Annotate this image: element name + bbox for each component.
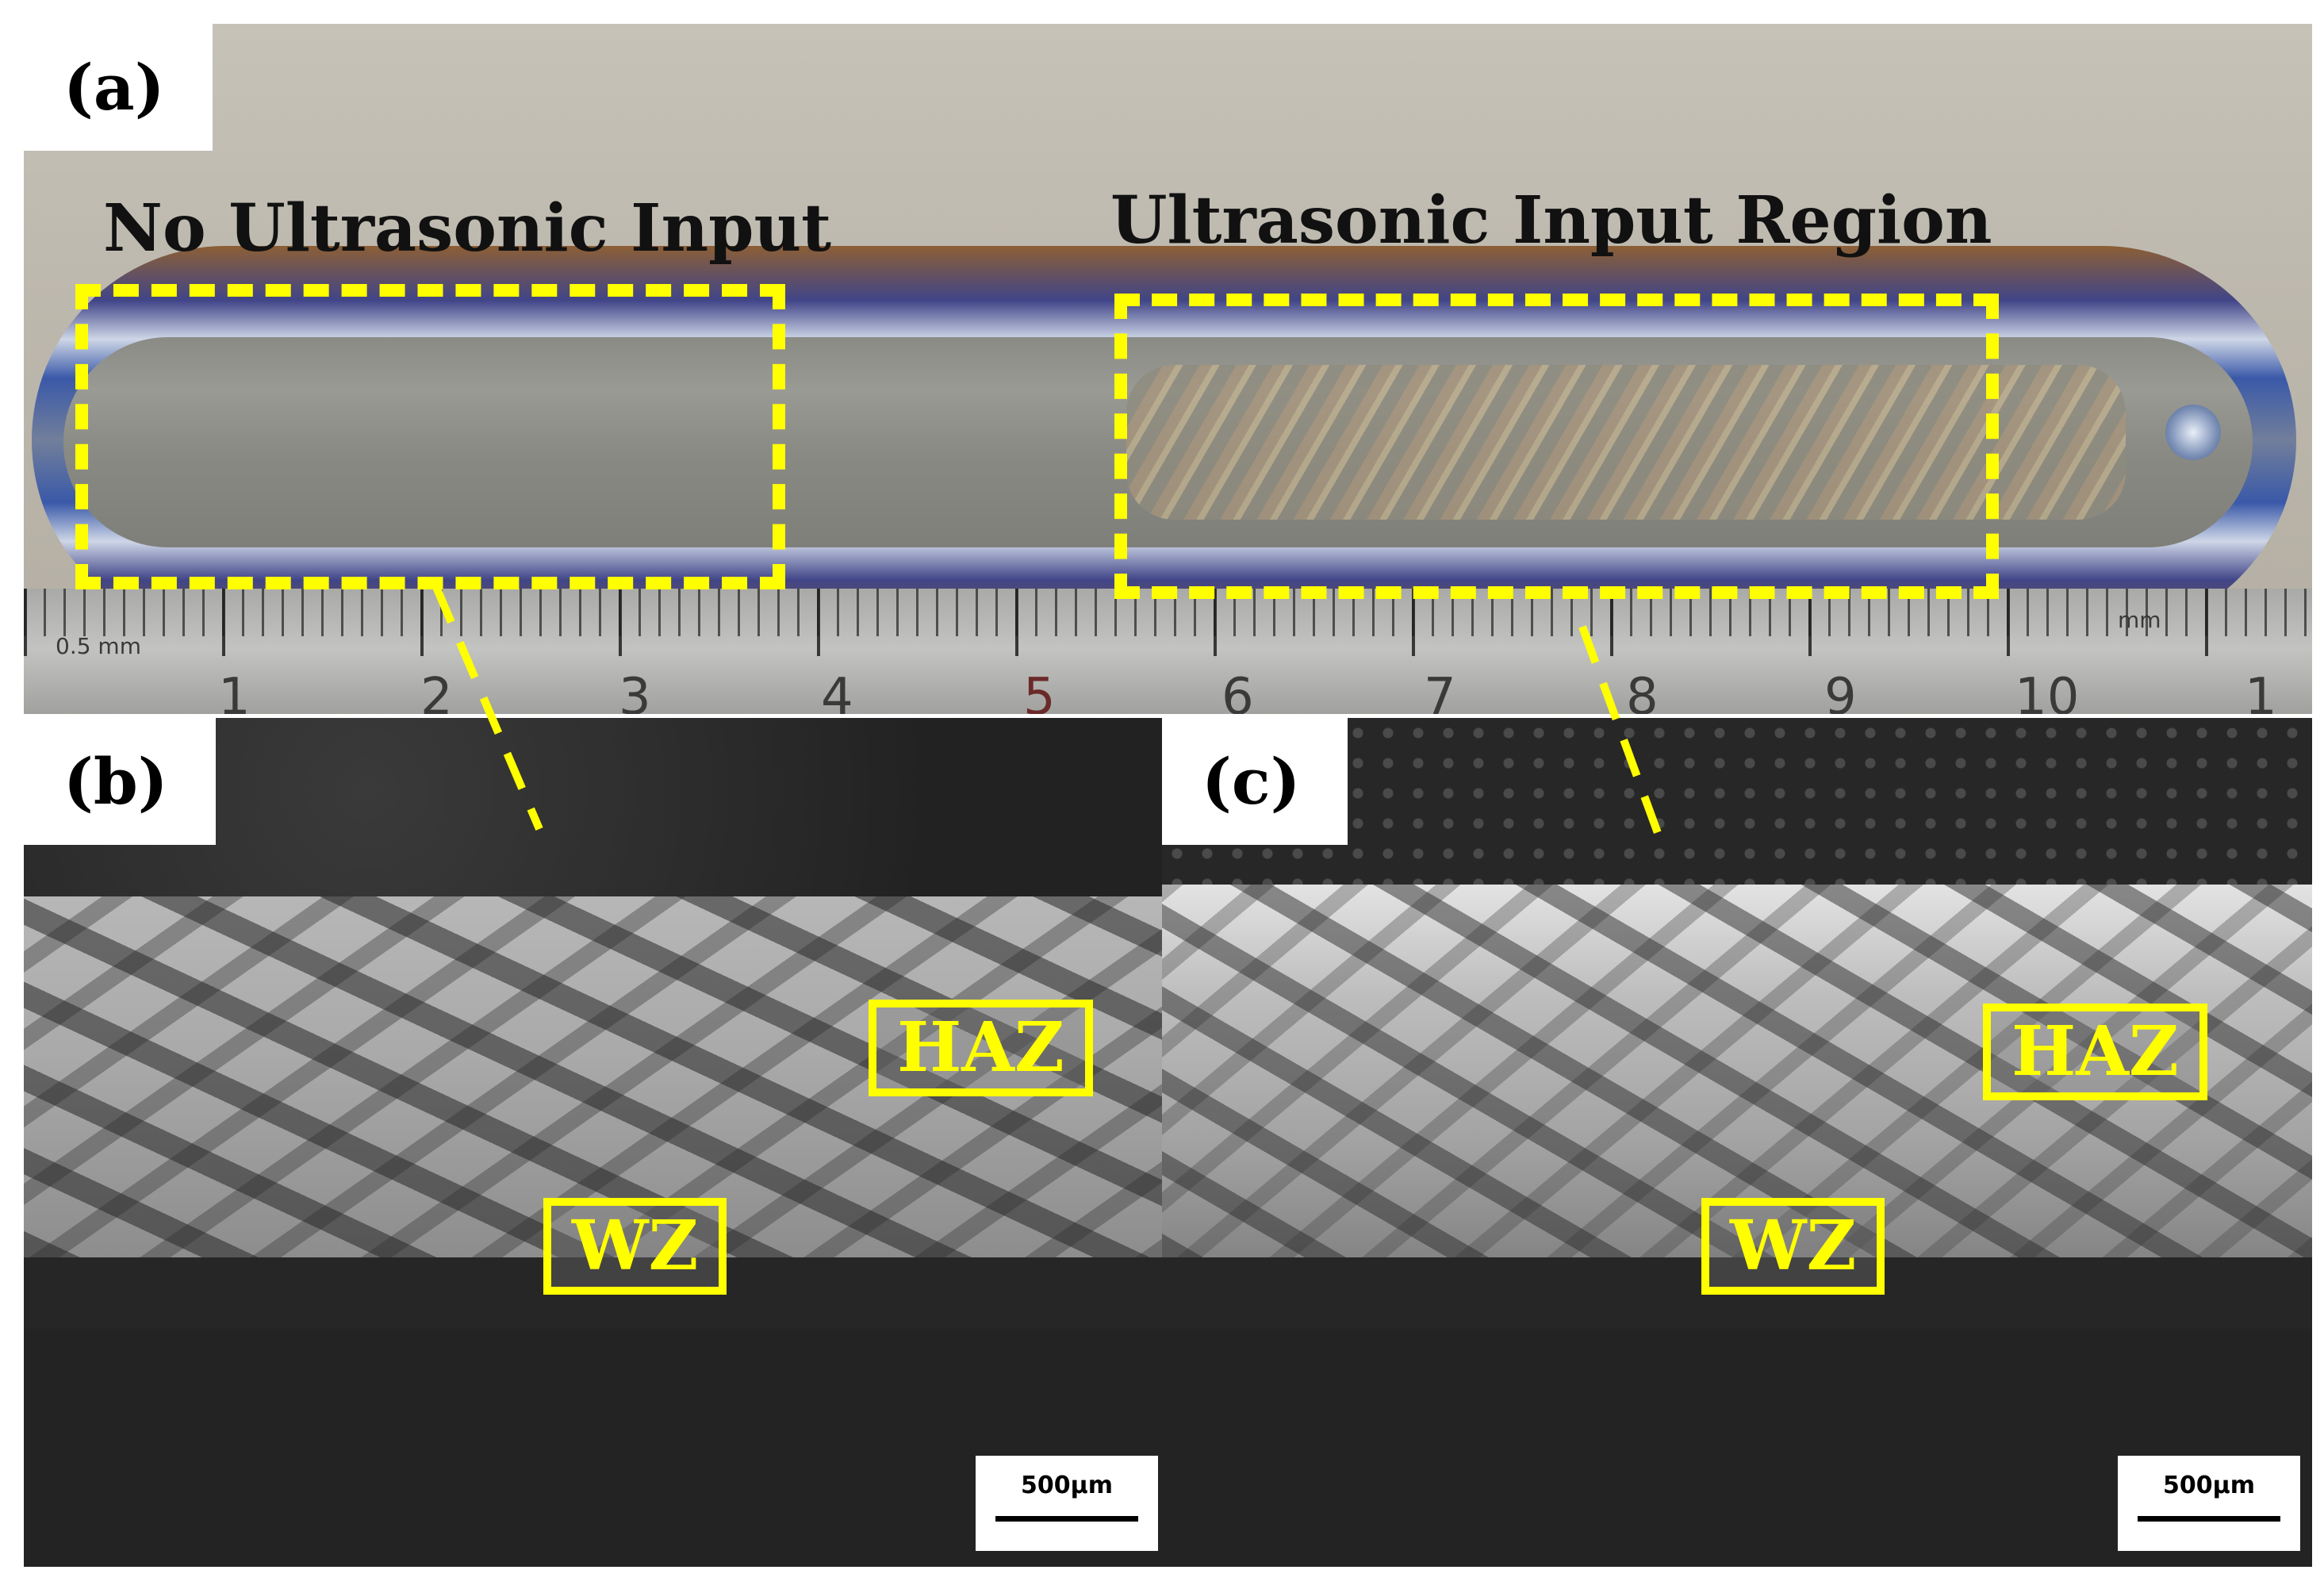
micrograph-c-weld-zone: [1162, 885, 2312, 1257]
leader-line-c: [1578, 625, 1662, 835]
panel-label-b: (b): [24, 718, 216, 845]
micrograph-c-background-top: [1162, 718, 2312, 896]
micrograph-c-panel: (c) HAZ WZ 500μm: [1162, 718, 2312, 1567]
leader-line-b: [432, 585, 543, 831]
scale-bar-c-text: 500μm: [2163, 1472, 2255, 1499]
right-region-title: Ultrasonic Input Region: [1110, 182, 1992, 259]
wz-label-c: WZ: [1701, 1198, 1885, 1295]
ruler-number: 5: [1023, 668, 1056, 714]
haz-label-c: HAZ: [1983, 1004, 2207, 1100]
left-region-dashed-box: [75, 284, 785, 589]
scale-bar-b: 500μm: [976, 1456, 1158, 1551]
ruler-unit-left: 0.5 mm: [56, 633, 141, 659]
scale-bar-c: 500μm: [2118, 1456, 2300, 1551]
ruler-number: 8: [1626, 668, 1659, 714]
ruler-number: 1: [2245, 668, 2277, 714]
wz-label-b: WZ: [543, 1198, 727, 1295]
scale-bar-b-text: 500μm: [1021, 1472, 1113, 1499]
micrograph-b-panel: (b) HAZ WZ 500μm: [24, 718, 1166, 1567]
right-region-dashed-box: [1114, 294, 1999, 599]
scale-bar-b-line: [995, 1516, 1138, 1522]
panel-label-a: (a): [24, 24, 213, 151]
ruler-number: 4: [821, 668, 853, 714]
ruler-number: 3: [619, 668, 651, 714]
ruler-number: 2: [420, 668, 453, 714]
ruler-number: 9: [1824, 668, 1857, 714]
weld-photo-panel: 0.5 mm mm 1 2 3 4 5 6 7 8 9 10 1 (a) No …: [24, 24, 2312, 714]
ruler-number: 1: [218, 668, 251, 714]
ruler-unit-right: mm: [2118, 607, 2161, 633]
scale-bar-c-line: [2138, 1516, 2280, 1522]
ruler-number: 7: [1424, 668, 1456, 714]
ruler-major-ticks: [24, 589, 2312, 656]
ruler-number: 10: [2015, 668, 2080, 714]
panel-label-c: (c): [1162, 718, 1348, 845]
weld-end-crater: [2165, 405, 2221, 460]
ruler-number: 6: [1221, 668, 1254, 714]
weld-bead-ultrasonic-texture: [1126, 365, 2126, 520]
micrograph-b-weld-zone: [24, 896, 1166, 1257]
left-region-title: No Ultrasonic Input: [103, 190, 831, 267]
haz-label-b: HAZ: [869, 1000, 1093, 1096]
